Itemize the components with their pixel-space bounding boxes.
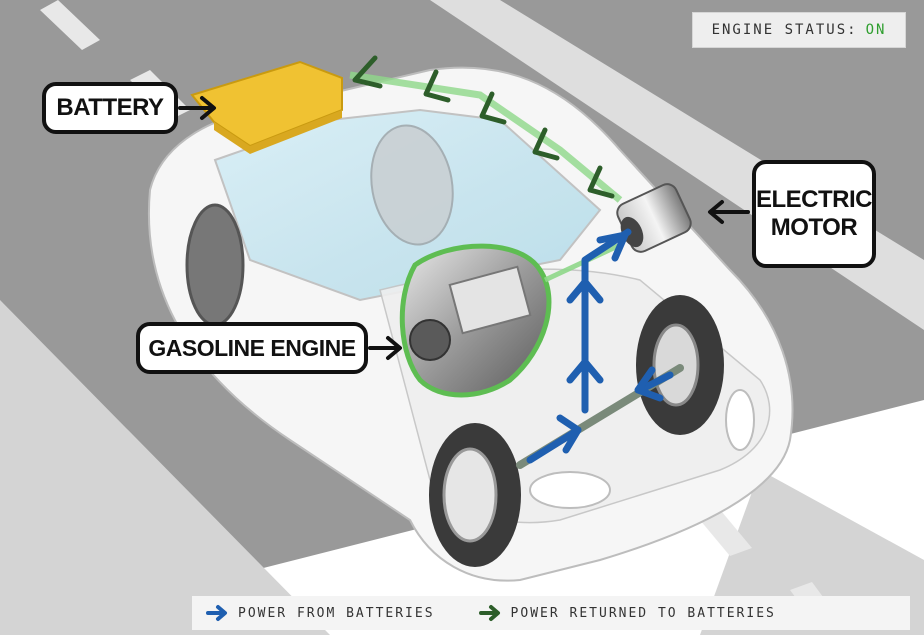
electric-motor-callout: ELECTRIC MOTOR (752, 160, 876, 268)
legend: POWER FROM BATTERIES POWER RETURNED TO B… (192, 596, 910, 630)
engine-status-label: ENGINE STATUS: (711, 22, 858, 38)
engine-status-value: ON (865, 22, 887, 38)
legend-power-returned: POWER RETURNED TO BATTERIES (510, 605, 776, 621)
electric-motor-label-line2: MOTOR (770, 214, 858, 241)
battery-power-path (526, 228, 674, 464)
label-pointers (178, 96, 750, 360)
gasoline-engine (399, 243, 552, 398)
road-edge-right (700, 470, 924, 635)
battery-label: BATTERY (56, 94, 164, 122)
legend-power-from-batteries: POWER FROM BATTERIES (238, 605, 435, 621)
battery-callout: BATTERY (42, 82, 178, 134)
legend-item-power-returned: POWER RETURNED TO BATTERIES (478, 604, 776, 622)
road-edge (0, 300, 330, 635)
gasoline-engine-callout: GASOLINE ENGINE (136, 322, 368, 374)
road-shoulder (0, 0, 924, 330)
electric-motor-label-line1: ELECTRIC (756, 186, 873, 214)
legend-item-power-from-batteries: POWER FROM BATTERIES (206, 604, 435, 622)
blue-arrow-icon (206, 605, 227, 621)
engine-status-panel: ENGINE STATUS: ON (692, 12, 906, 48)
gasoline-engine-label: GASOLINE ENGINE (148, 334, 356, 361)
green-arrow-icon (478, 605, 500, 621)
return-power-path (349, 55, 623, 283)
battery-pack (190, 60, 343, 154)
